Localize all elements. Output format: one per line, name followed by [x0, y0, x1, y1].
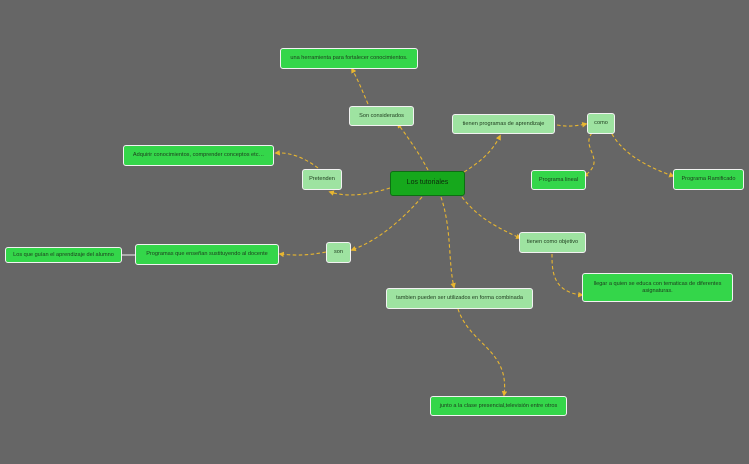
link-pretenden-adquirir — [274, 149, 319, 169]
node-adquirir[interactable]: Adquirir conocimientos, comprender conce… — [123, 145, 274, 166]
link-objetivo-llegar — [551, 253, 584, 298]
node-son[interactable]: son — [326, 242, 351, 263]
node-herramienta[interactable]: una herramienta para fortalecer conocimi… — [280, 48, 418, 69]
node-combinada[interactable]: tambien pueden ser utilizados en forma c… — [386, 288, 533, 309]
link-considerados-herramienta — [351, 67, 369, 105]
node-son-considerados[interactable]: Son considerados — [349, 106, 414, 126]
link-root-combinada — [440, 196, 456, 289]
link-son-programas — [278, 251, 327, 258]
node-llegar[interactable]: llegar a quien se educa con tematicas de… — [582, 273, 733, 302]
root-node[interactable]: Los tutoriales — [390, 171, 465, 196]
link-root-pretenden — [328, 187, 391, 196]
link-programas-como — [556, 122, 588, 128]
node-junto[interactable]: junto a la clase presencial,televisión e… — [430, 396, 567, 416]
link-root-tienen-programas — [463, 134, 501, 173]
node-programa-ramificado[interactable]: Programa Ramificado — [673, 169, 744, 190]
link-root-son — [350, 196, 423, 252]
link-root-son-considerados — [397, 122, 429, 171]
node-tienen-programas[interactable]: tienen programas de aprendizaje — [452, 114, 555, 134]
link-como-ramificado — [611, 133, 675, 178]
node-tienen-objetivo[interactable]: tienen como objetivo — [519, 232, 586, 253]
link-combinada-junto — [457, 308, 508, 397]
link-como-lineal — [582, 132, 595, 177]
node-pretenden[interactable]: Pretenden — [302, 169, 342, 190]
link-root-objetivo — [461, 196, 522, 239]
node-programas-ensenan[interactable]: Programas que enseñan sustituyendo al do… — [135, 244, 279, 265]
node-como[interactable]: como — [587, 113, 615, 134]
node-programa-lineal[interactable]: Programa lineal — [531, 170, 586, 190]
node-los-que-guian[interactable]: Los que guían el aprendizaje del alumno — [5, 247, 122, 263]
